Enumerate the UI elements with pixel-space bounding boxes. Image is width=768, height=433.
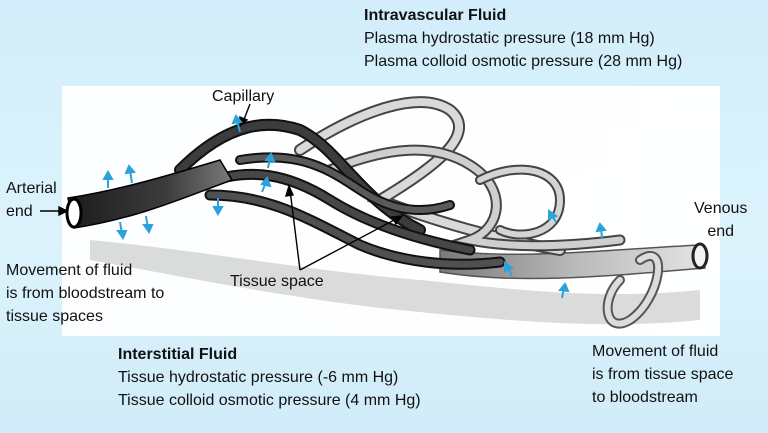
venous-label-line2: end bbox=[707, 223, 735, 240]
capillary bbox=[196, 170, 474, 254]
arterial-pointer-head bbox=[58, 205, 69, 217]
fluid-out-arrow bbox=[212, 198, 224, 217]
fluid-in-arrow bbox=[548, 209, 559, 223]
arterial-label-line2: end bbox=[6, 203, 33, 220]
capillary bbox=[206, 191, 504, 268]
arterial-end-label: Arterial end bbox=[6, 177, 57, 223]
tissue-pointer-head-1 bbox=[285, 183, 295, 197]
fluid-out-arrow bbox=[264, 152, 276, 169]
movement-out-caption: Movement of fluid is from bloodstream to… bbox=[6, 259, 164, 328]
fluid-out-arrow bbox=[102, 169, 114, 188]
interstitial-title: Interstitial Fluid bbox=[118, 346, 238, 363]
capillary-loop bbox=[477, 166, 564, 238]
capillary-loop bbox=[326, 146, 624, 250]
venous-opening bbox=[691, 242, 709, 270]
arterial-vessel bbox=[67, 159, 234, 229]
venous-label-line1: Venous bbox=[694, 200, 748, 217]
fluid-out-arrow bbox=[142, 215, 154, 235]
fluid-in-arrow bbox=[558, 282, 570, 299]
movement-out-line1: Movement of fluid bbox=[6, 262, 133, 279]
intravascular-title: Intravascular Fluid bbox=[364, 7, 507, 24]
movement-in-caption: Movement of fluid is from tissue space t… bbox=[592, 340, 733, 409]
intravascular-fluid-block: Intravascular Fluid Plasma hydrostatic p… bbox=[364, 4, 682, 73]
plasma-colloid-osmotic-pressure: Plasma colloid osmotic pressure (28 mm H… bbox=[364, 53, 683, 70]
capillary-loop bbox=[604, 253, 662, 327]
fluid-out-arrow bbox=[260, 176, 272, 193]
movement-in-line1: Movement of fluid bbox=[592, 343, 719, 360]
movement-in-line3: to bloodstream bbox=[592, 389, 698, 406]
fluid-out-arrow bbox=[124, 164, 136, 184]
tissue-space-label: Tissue space bbox=[230, 273, 324, 290]
movement-out-line3: tissue spaces bbox=[6, 308, 103, 325]
tissue-pointer-1 bbox=[289, 189, 301, 271]
capillary bbox=[237, 154, 453, 213]
interstitial-fluid-block: Interstitial Fluid Tissue hydrostatic pr… bbox=[118, 343, 421, 412]
movement-out-line2: is from bloodstream to bbox=[6, 285, 165, 302]
fluid-in-arrow bbox=[595, 222, 607, 239]
vessel-shadow bbox=[90, 240, 700, 325]
plasma-hydrostatic-pressure: Plasma hydrostatic pressure (18 mm Hg) bbox=[364, 30, 655, 47]
tissue-colloid-osmotic-pressure: Tissue colloid osmotic pressure (4 mm Hg… bbox=[118, 392, 421, 409]
tissue-pointer-2 bbox=[299, 217, 399, 271]
arterial-label-line1: Arterial bbox=[6, 180, 57, 197]
tissue-pointer-head-2 bbox=[390, 215, 404, 226]
capillary-label: Capillary bbox=[212, 88, 275, 105]
venous-end-label: Venous end bbox=[694, 197, 747, 243]
movement-in-line2: is from tissue space bbox=[592, 366, 734, 383]
fluid-out-arrow bbox=[116, 221, 128, 241]
fluid-out-arrow bbox=[231, 114, 243, 133]
arterial-opening bbox=[65, 197, 83, 229]
tissue-hydrostatic-pressure: Tissue hydrostatic pressure (-6 mm Hg) bbox=[118, 369, 399, 386]
fluid-in-arrow bbox=[504, 261, 515, 277]
